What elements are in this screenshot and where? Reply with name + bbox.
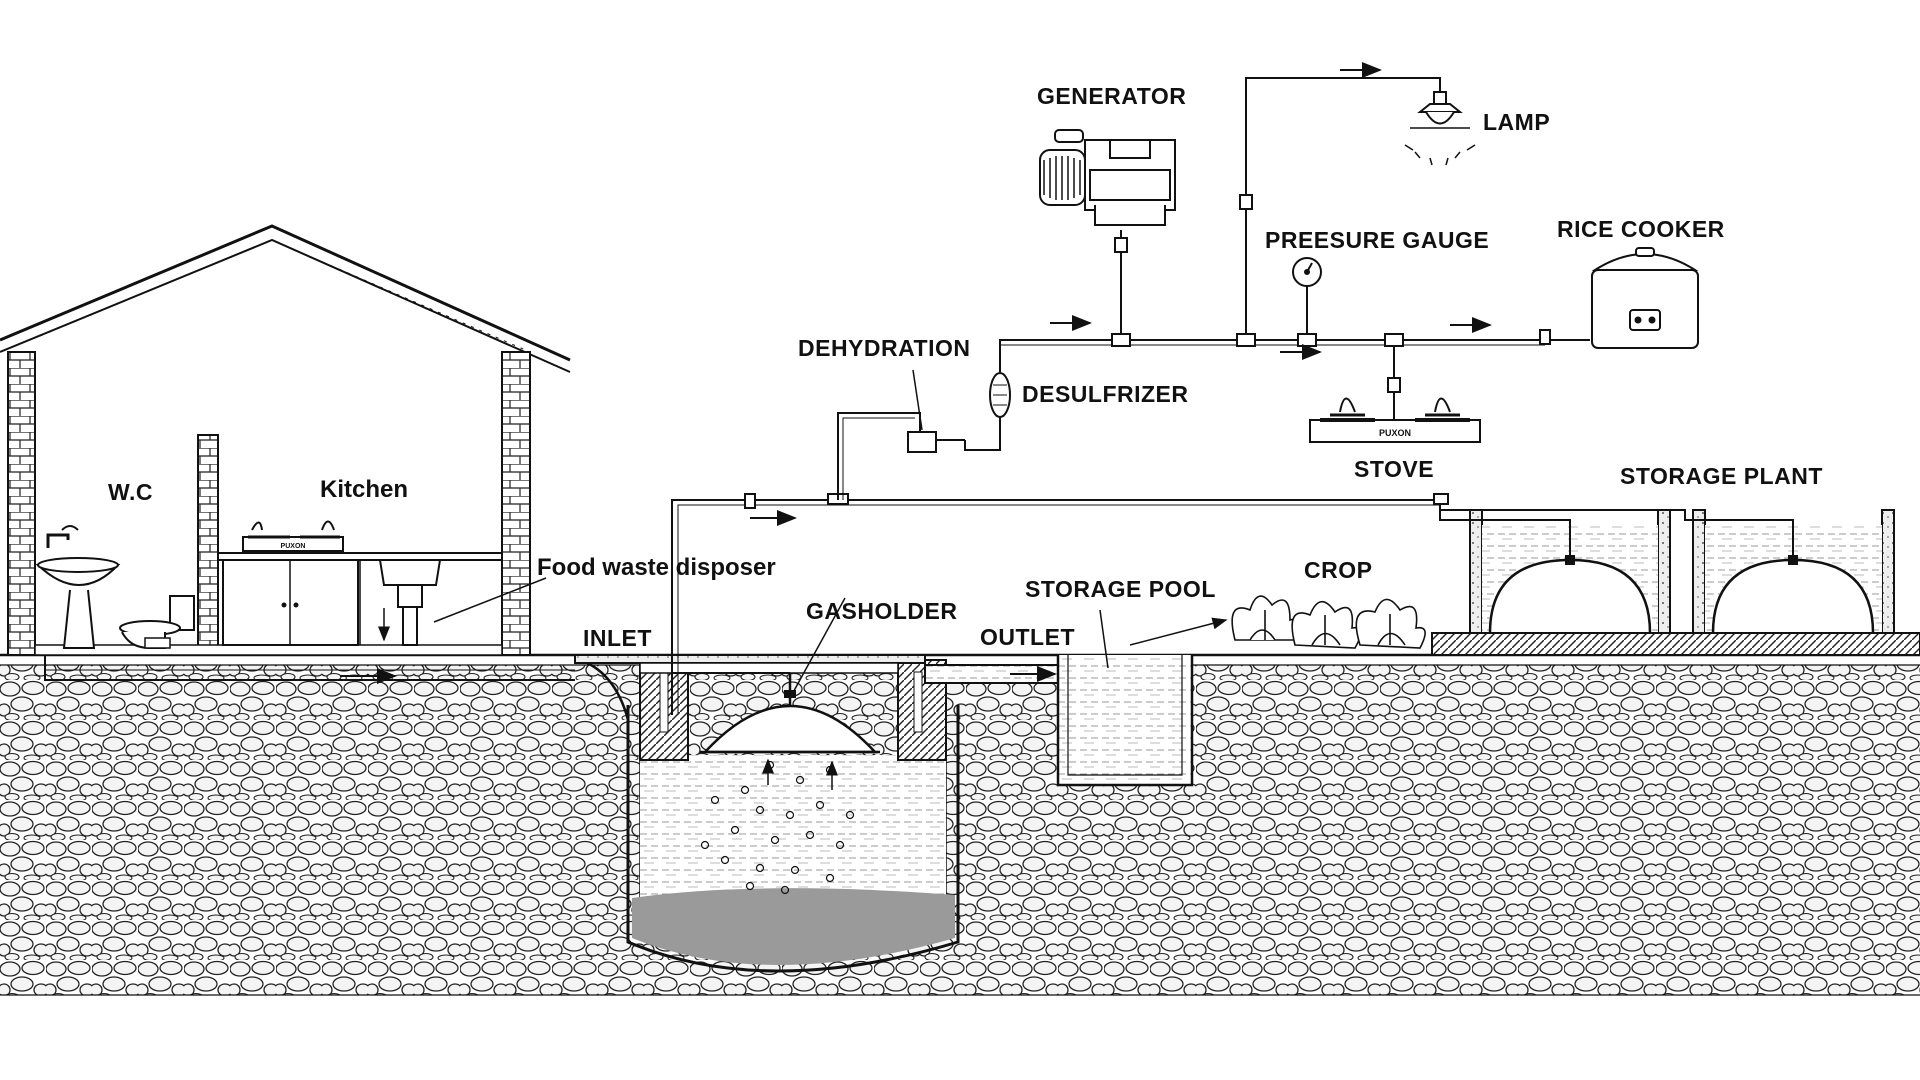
storage-plant [1431,509,1920,656]
kitchen-counter [217,552,503,646]
kitchen-stove-icon: PUXON [242,520,344,552]
label-wc: W.C [108,479,153,505]
kitchen-stove-brand: PUXON [281,543,306,550]
label-outlet: OUTLET [980,624,1075,650]
outlet-channel [924,664,1061,684]
crop-icon [1231,595,1426,649]
label-rice-cooker: RICE COOKER [1557,216,1725,242]
label-storage-pool: STORAGE POOL [1025,576,1216,602]
generator-icon [1039,129,1176,226]
label-lamp: LAMP [1483,109,1550,135]
toilet-icon [119,595,195,649]
label-kitchen: Kitchen [320,476,408,503]
left-wall [7,351,36,656]
gas-pipeline [671,62,1590,715]
label-pressure-gauge: PREESURE GAUGE [1265,227,1489,253]
ground [0,653,1920,996]
rice-cooker-icon [1591,247,1699,349]
label-dehydration: DEHYDRATION [798,335,970,361]
lamp-icon [1404,91,1476,166]
label-food-waste-disposer: Food waste disposer [537,554,776,581]
digester [574,597,960,973]
label-generator: GENERATOR [1037,83,1186,109]
wash-basin-icon [35,525,121,649]
stove-brand: PUXON [1379,428,1411,438]
stove-icon: PUXON [1309,397,1481,443]
label-crop: CROP [1304,557,1372,583]
storage-pool [1056,609,1228,787]
right-wall [501,351,531,656]
label-inlet: INLET [583,625,652,651]
labels: W.C Kitchen Food waste disposer INLET GA… [108,83,1823,651]
food-waste-disposer-icon [378,559,547,646]
label-storage-plant: STORAGE PLANT [1620,463,1823,489]
label-desulfrizer: DESULFRIZER [1022,381,1189,407]
label-gasholder: GASHOLDER [806,598,957,624]
label-stove: STOVE [1354,456,1434,482]
house [0,224,575,684]
partition-wall [197,434,219,656]
pressure-gauge-icon [1292,257,1322,287]
